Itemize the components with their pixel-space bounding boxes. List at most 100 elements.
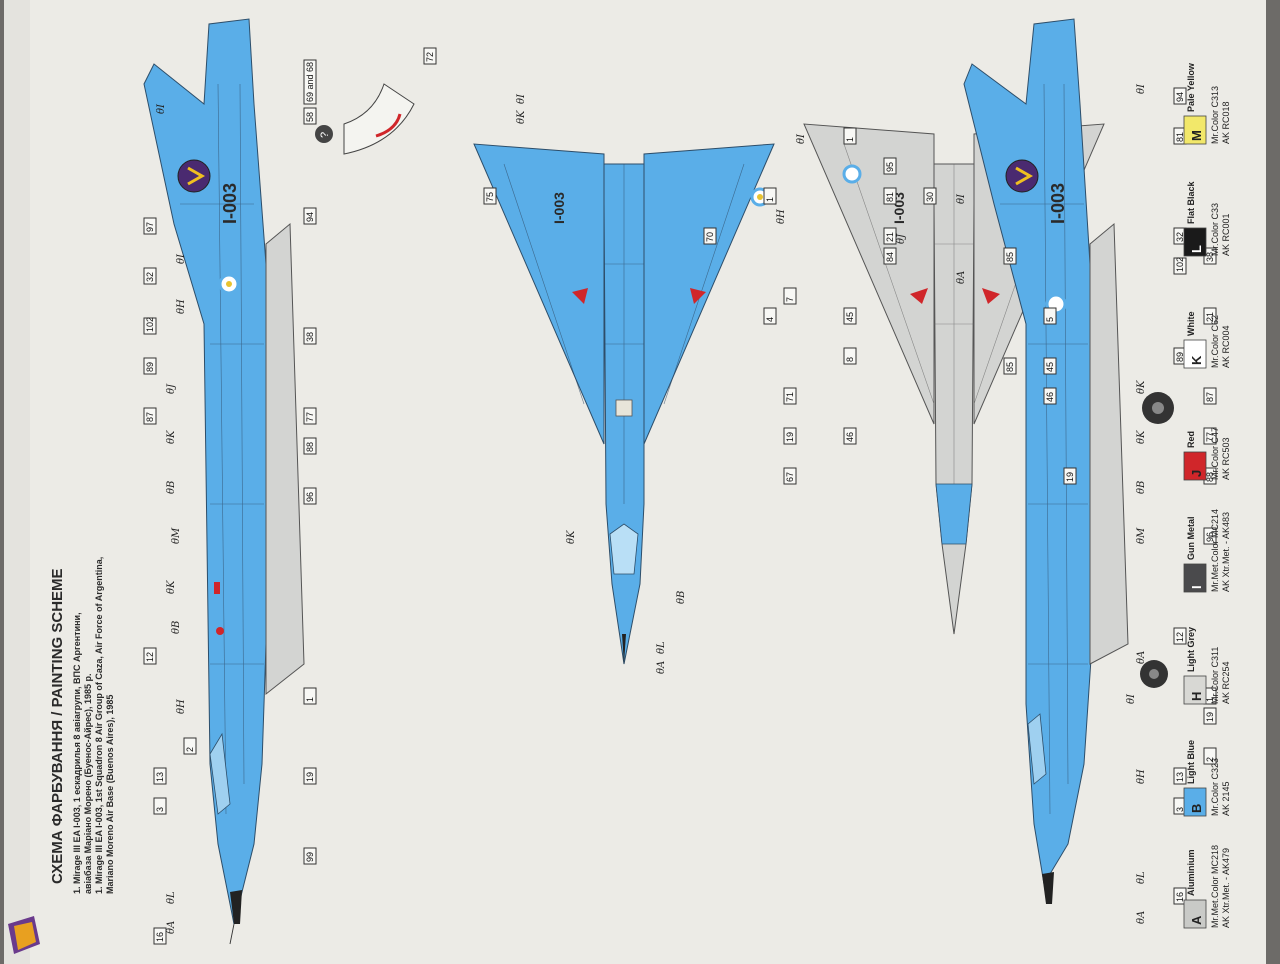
svg-text:Mr.Met.Color MC214: Mr.Met.Color MC214 [1210,509,1220,592]
paint-code-marker: θB [676,591,687,604]
paint-codes-layer: θAθLθHθBθKθMθBθKθJθHθIθIθKθBθLθAθKθIθIθH… [156,83,1147,934]
svg-text:46: 46 [845,432,855,442]
svg-text:Mr.Color C62: Mr.Color C62 [1210,315,1220,368]
callout-plan: 19 [783,427,797,445]
svg-text:θK: θK [1136,430,1147,444]
svg-text:21: 21 [1205,312,1215,322]
svg-text:θI: θI [1136,83,1147,94]
callout-top_profile: 1 [303,687,317,705]
svg-text:89: 89 [145,362,155,372]
paint-code-marker: θI [796,133,807,144]
svg-text:77: 77 [305,412,315,422]
svg-text:I: I [1189,585,1204,589]
caption-line-3: 1. Mirage III EA I-003, 1st Squadron 8 A… [94,557,104,894]
callout-bottom_profile: 102 [1173,257,1187,275]
callout-bottom_profile: 16 [1173,887,1187,905]
callout-top_profile: 12 [143,647,157,665]
svg-text:Gun Metal: Gun Metal [1186,516,1196,560]
callout-top_profile: 19 [303,767,317,785]
paint-code-marker: θM [1136,527,1147,544]
svg-text:1: 1 [1205,697,1215,702]
paint-code-marker: θI [516,93,527,104]
svg-text:19: 19 [785,432,795,442]
svg-text:θK: θK [516,110,527,124]
svg-text:M: M [1189,130,1204,141]
svg-text:θI: θI [956,193,967,204]
callout-bottom_profile: 21 [1203,307,1217,325]
paint-code-marker: θA [1136,651,1147,664]
callout-bottom_profile: 77 [1203,427,1217,445]
callout-underside: 21 [883,227,897,245]
svg-text:30: 30 [925,192,935,202]
svg-text:Flat Black: Flat Black [1186,180,1196,224]
callout-underside: 19 [1063,467,1077,485]
svg-text:Mr.Color C323: Mr.Color C323 [1210,758,1220,816]
help-icon [315,125,333,143]
callout-plan: 67 [783,467,797,485]
serial-top-profile: I-003 [220,183,240,224]
paint-code-marker: θJ [896,233,907,244]
svg-text:46: 46 [1045,392,1055,402]
side-profile-left: I-003 [143,18,305,945]
svg-text:AK RC254: AK RC254 [1221,661,1231,704]
svg-text:75: 75 [485,192,495,202]
svg-text:69 and 68: 69 and 68 [305,62,315,102]
svg-text:θM: θM [171,527,182,544]
svg-text:AK RC503: AK RC503 [1221,437,1231,480]
svg-text:Aluminium: Aluminium [1186,850,1196,897]
callout-top_profile: 94 [303,207,317,225]
svg-text:4: 4 [765,317,775,322]
callout-bottom_profile: 2 [1203,747,1217,765]
page-title: СХЕМА ФАРБУВАННЯ / PAINTING SCHEME [49,568,66,884]
svg-text:AK RC004: AK RC004 [1221,325,1231,368]
svg-text:θH: θH [1136,769,1147,784]
svg-text:38: 38 [305,332,315,342]
svg-text:3: 3 [1175,807,1185,812]
svg-text:θJ: θJ [166,383,177,394]
callout-pilot: 58 [303,107,317,125]
callout-underside: 95 [883,157,897,175]
svg-text:AK Xtr.Met. - AK483: AK Xtr.Met. - AK483 [1221,512,1231,592]
svg-text:J: J [1189,470,1204,477]
callout-top_profile: 102 [143,317,157,335]
svg-text:θL: θL [1136,871,1147,884]
callout-underside: 84 [883,247,897,265]
svg-text:102: 102 [145,317,155,332]
pilot-figure: ? [315,83,415,155]
callout-top_profile: 77 [303,407,317,425]
svg-text:12: 12 [1175,632,1185,642]
callout-bottom_profile: 13 [1173,767,1187,785]
svg-text:θI: θI [176,253,187,264]
serial-plan-view: I-003 [551,192,567,224]
callout-bottom_profile: 87 [1203,387,1217,405]
svg-text:94: 94 [1175,92,1185,102]
svg-text:θB: θB [676,591,687,604]
callout-underside: 5 [1043,307,1057,325]
svg-text:θI: θI [1126,693,1137,704]
svg-text:θM: θM [1136,527,1147,544]
svg-text:3: 3 [155,807,165,812]
caption-line-1: 1. Mirage III EA I-003, 1 ескадрилья 8 а… [72,612,82,894]
svg-text:Mr.Color C33: Mr.Color C33 [1210,203,1220,256]
caption-line-2: авіабаза Маріано Морено (Буенос-Айрес), … [83,673,93,894]
callout-top_profile: 2 [183,737,197,755]
svg-text:95: 95 [885,162,895,172]
svg-text:88: 88 [305,442,315,452]
paint-code-marker: θA [656,661,667,674]
svg-text:67: 67 [785,472,795,482]
svg-text:θJ: θJ [896,233,907,244]
callout-underside: 45 [1043,357,1057,375]
callout-top_profile: 38 [303,327,317,345]
svg-text:81: 81 [1175,132,1185,142]
svg-text:H: H [1189,692,1204,701]
paint-code-marker: θK [166,580,177,594]
callout-underside: 8 [843,347,857,365]
paint-code-marker: θI [1126,693,1137,704]
svg-text:θA: θA [1136,911,1147,924]
svg-text:32: 32 [1175,232,1185,242]
